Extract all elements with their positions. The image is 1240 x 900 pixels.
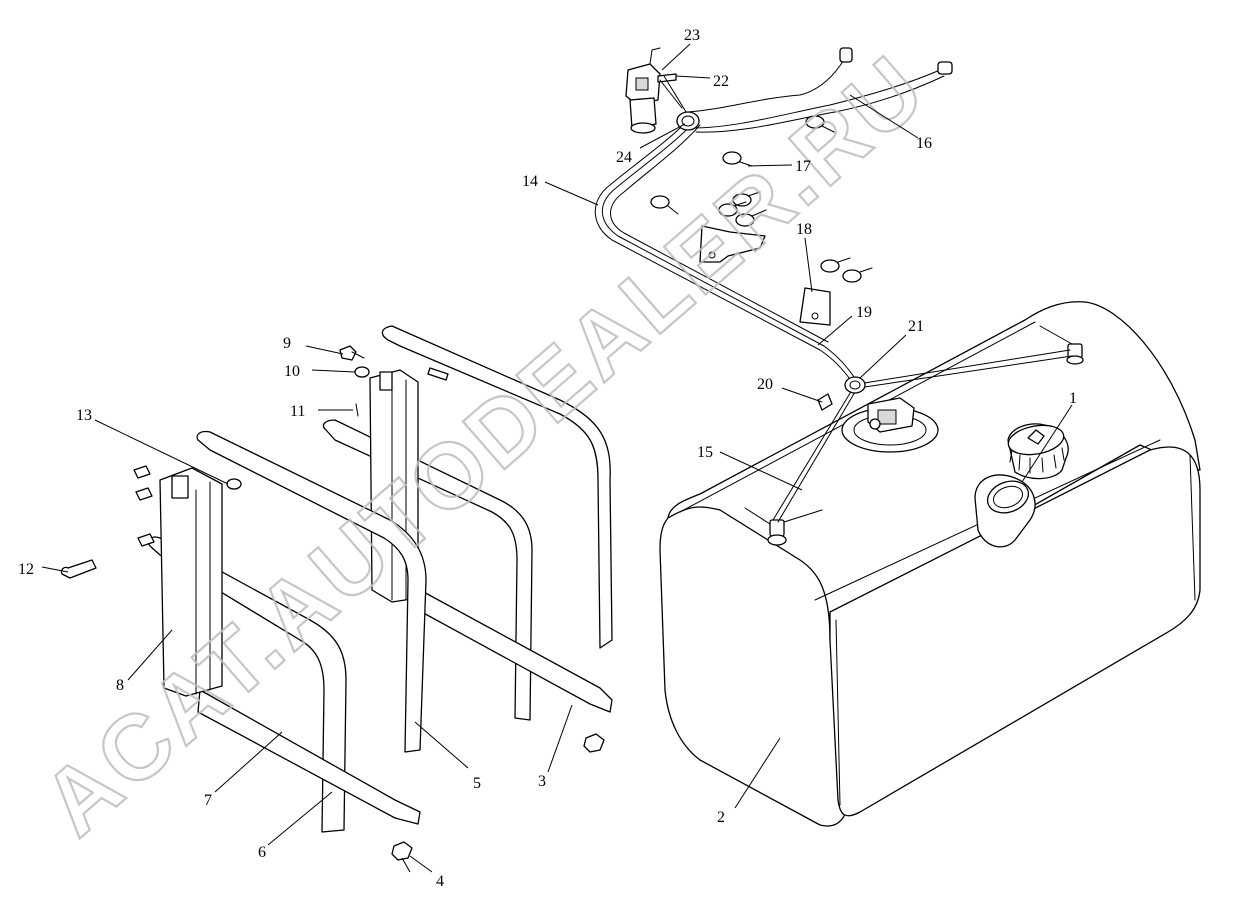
hose-bracket — [799, 287, 831, 326]
callout-15: 15 — [697, 444, 713, 461]
hose-clips — [650, 115, 873, 283]
small-clip — [817, 393, 833, 411]
callout-19: 19 — [856, 304, 872, 321]
hose-end-fitting-right — [937, 61, 953, 75]
callout-9: 9 — [283, 335, 291, 352]
hose-harness — [594, 57, 1073, 523]
hose-end-fitting-top — [839, 47, 853, 63]
hose-bracket — [699, 225, 766, 263]
callout-12: 12 — [18, 561, 34, 578]
bolt-9 — [339, 345, 365, 361]
callout-4: 4 — [436, 873, 444, 890]
hose-clip — [820, 257, 851, 273]
callout-3: 3 — [538, 773, 546, 790]
stud-rear — [427, 367, 449, 381]
callout-6: 6 — [258, 844, 266, 861]
callout-10: 10 — [284, 363, 300, 380]
strap-front — [322, 419, 533, 721]
nut-front — [391, 841, 413, 861]
grommet — [844, 376, 866, 394]
hose-clip — [718, 201, 747, 217]
fuel-cap — [1007, 423, 1069, 480]
callout-16: 16 — [916, 135, 932, 152]
callout-17: 17 — [795, 158, 811, 175]
callout-13: 13 — [76, 407, 92, 424]
callout-labels: 1 2 3 4 5 6 7 8 9 10 11 12 13 14 15 16 1… — [18, 27, 1077, 890]
washer-10 — [354, 366, 370, 378]
callout-14: 14 — [522, 173, 538, 190]
strap-rear — [381, 325, 613, 649]
nut-rear — [583, 733, 605, 753]
filler-neck — [974, 474, 1036, 548]
fuel-filter-assembly — [625, 47, 687, 134]
callout-23: 23 — [684, 27, 700, 44]
bolt-12 — [60, 559, 97, 579]
callout-18: 18 — [796, 221, 812, 238]
bolts-left — [133, 465, 155, 547]
callout-5: 5 — [473, 775, 481, 792]
callout-2: 2 — [717, 809, 725, 826]
breather-fitting-right — [1039, 325, 1084, 365]
callout-8: 8 — [116, 677, 124, 694]
callout-1: 1 — [1069, 390, 1077, 407]
hose-brackets — [699, 225, 831, 326]
hose-clip — [805, 115, 835, 133]
cradle-rail-7 — [197, 689, 421, 825]
hose-clip — [735, 209, 767, 227]
tank-side-face — [829, 446, 1201, 817]
bracket-upright-8 — [159, 467, 223, 697]
tank-end-face — [659, 506, 849, 827]
callout-20: 20 — [757, 376, 773, 393]
fuel-level-sender — [841, 397, 939, 453]
washer-13 — [226, 478, 242, 490]
hose-clip — [842, 267, 873, 283]
front-strap-assembly — [60, 430, 427, 833]
grommet-upper — [676, 111, 700, 131]
callout-7: 7 — [204, 792, 212, 809]
hardware — [133, 345, 605, 861]
callout-22: 22 — [713, 73, 729, 90]
strap-5 — [196, 430, 427, 753]
callout-11: 11 — [290, 403, 305, 420]
hose-clip — [722, 151, 753, 167]
breather-fitting-left — [744, 507, 823, 546]
hose-clip — [732, 191, 761, 207]
leader-lines — [41, 43, 1073, 873]
callout-21: 21 — [908, 318, 924, 335]
fuel-tank — [659, 301, 1201, 827]
pin-11 — [355, 403, 359, 417]
callout-24: 24 — [616, 149, 632, 166]
hose-clip — [650, 195, 679, 215]
